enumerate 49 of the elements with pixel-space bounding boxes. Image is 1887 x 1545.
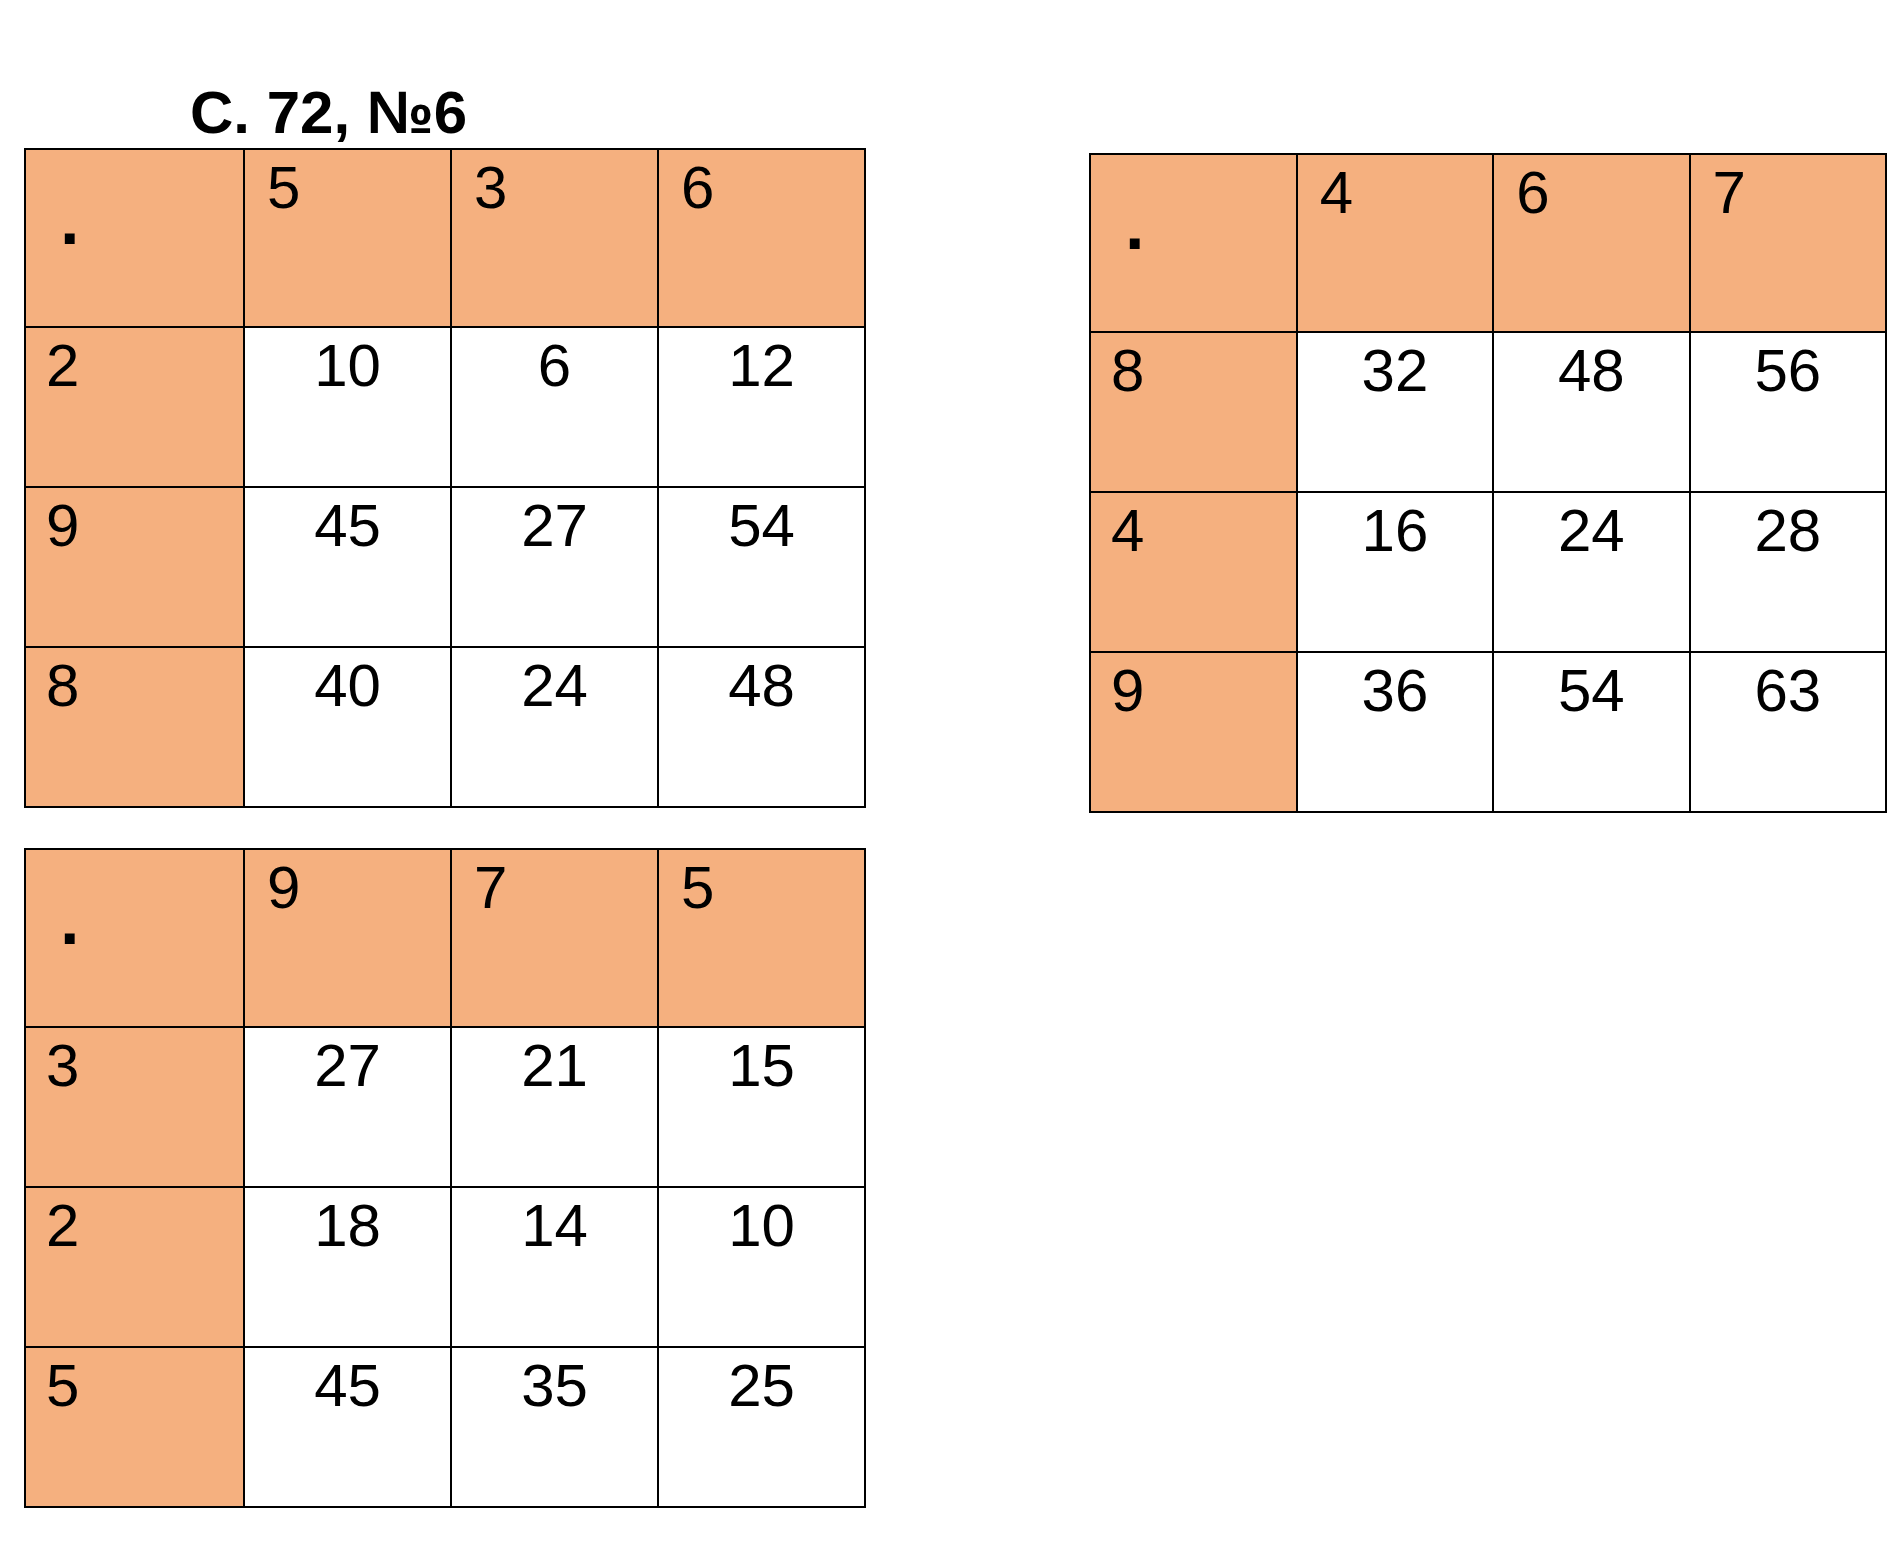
product-cell: 24 [451, 647, 658, 807]
product-cell: 21 [451, 1027, 658, 1187]
row-header-cell: 8 [1090, 332, 1297, 492]
product-cell: 10 [244, 327, 451, 487]
product-cell: 45 [244, 487, 451, 647]
product-cell: 54 [658, 487, 865, 647]
product-cell: 25 [658, 1347, 865, 1507]
product-cell: 27 [244, 1027, 451, 1187]
product-cell: 63 [1689, 652, 1886, 812]
product-cell: 6 [451, 327, 658, 487]
header-cell: 9 [244, 849, 451, 1027]
row-header-cell: 9 [25, 487, 244, 647]
header-cell: 5 [244, 149, 451, 327]
title: С. 72, №6 [190, 78, 467, 147]
header-cell: 6 [1493, 154, 1690, 332]
header-cell: 7 [451, 849, 658, 1027]
product-cell: 14 [451, 1187, 658, 1347]
product-cell: 18 [244, 1187, 451, 1347]
product-cell: 56 [1689, 332, 1886, 492]
product-cell: 36 [1296, 652, 1494, 812]
multiplication-sign: · [1090, 154, 1297, 332]
product-cell: 27 [451, 487, 658, 647]
product-cell: 10 [658, 1187, 865, 1347]
product-cell: 16 [1296, 492, 1494, 652]
row-header-cell: 2 [25, 1187, 244, 1347]
row-header-cell: 9 [1090, 652, 1297, 812]
row-header-cell: 3 [25, 1027, 244, 1187]
row-header-cell: 4 [1090, 492, 1297, 652]
row-header-cell: 2 [25, 327, 244, 487]
product-cell: 35 [451, 1347, 658, 1507]
product-cell: 45 [244, 1347, 451, 1507]
product-cell: 48 [658, 647, 865, 807]
product-cell: 12 [658, 327, 865, 487]
header-cell: 4 [1296, 154, 1494, 332]
header-cell: 5 [658, 849, 865, 1027]
multiplication-sign: · [25, 849, 244, 1027]
product-cell: 32 [1296, 332, 1494, 492]
product-cell: 28 [1689, 492, 1886, 652]
product-cell: 54 [1493, 652, 1690, 812]
row-header-cell: 8 [25, 647, 244, 807]
product-cell: 24 [1493, 492, 1690, 652]
product-cell: 48 [1493, 332, 1690, 492]
header-cell: 6 [658, 149, 865, 327]
product-cell: 40 [244, 647, 451, 807]
row-header-cell: 5 [25, 1347, 244, 1507]
multiplication-sign: · [25, 149, 244, 327]
product-cell: 15 [658, 1027, 865, 1187]
header-cell: 3 [451, 149, 658, 327]
header-cell: 7 [1689, 154, 1886, 332]
